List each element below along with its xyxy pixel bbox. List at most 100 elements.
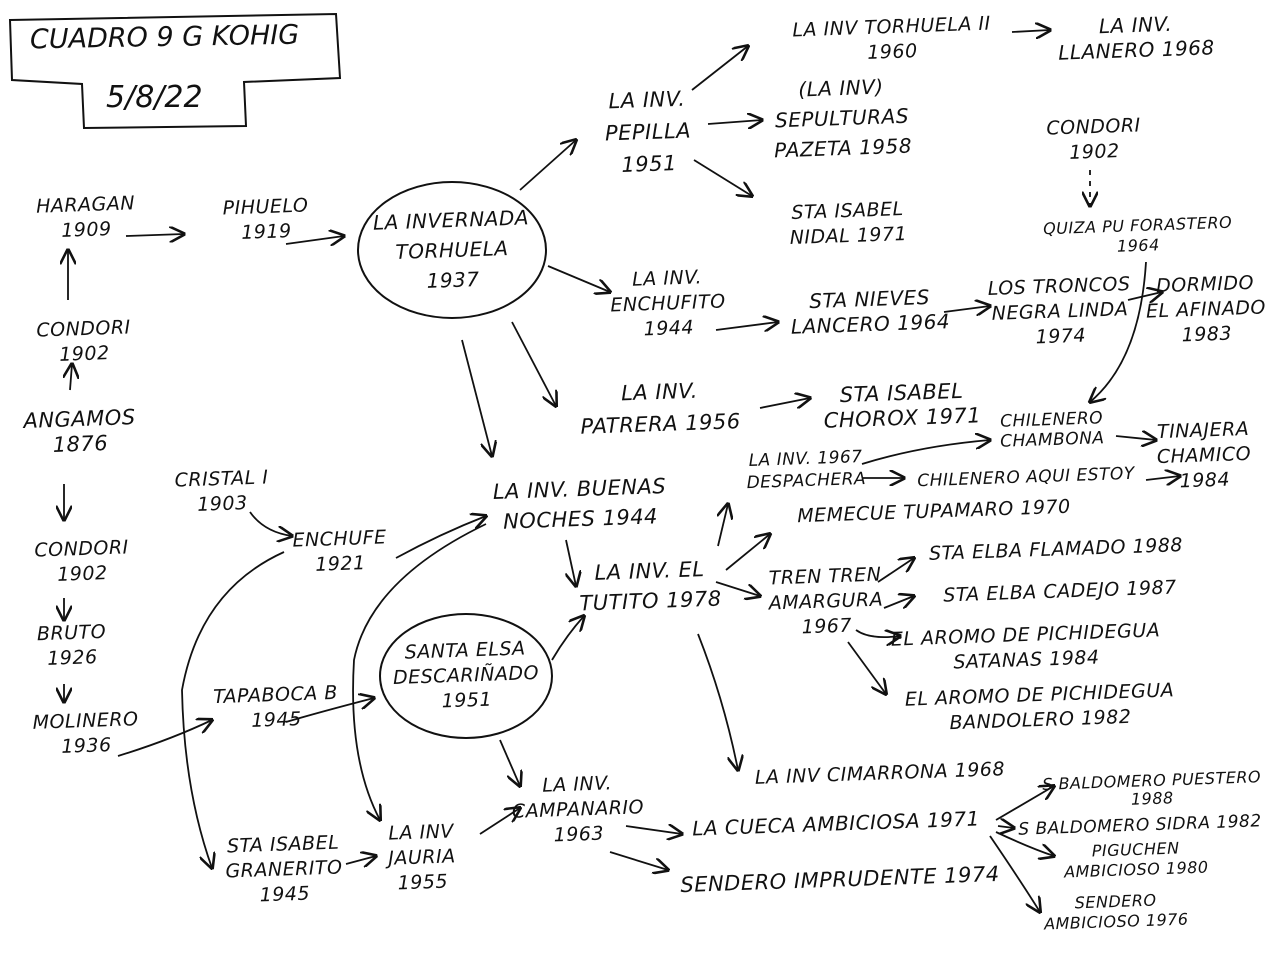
link-molinero-tapaboca	[117, 720, 212, 757]
link-torhuela-enchufito	[547, 265, 610, 292]
link-jauria-campanario	[479, 808, 520, 835]
node-label-line: CONDORI	[1046, 114, 1142, 140]
link-despachera-chambona	[861, 440, 990, 465]
node-label-line: 1951	[620, 151, 678, 177]
node-label-line: 1902	[58, 342, 110, 366]
node-label-line: JAURIA	[387, 845, 457, 870]
node-label-line: (LA INV)	[797, 74, 885, 102]
node-label-line: 1955	[397, 870, 449, 895]
link-buenasnoches-tutito	[566, 539, 576, 586]
node-label-line: 1974	[1035, 324, 1087, 349]
node-label-line: CRISTAL I	[174, 466, 269, 492]
node-label-line: 1945	[250, 708, 302, 732]
node-label-line: TINAJERA	[1156, 417, 1250, 444]
node-label-line: 1945	[259, 882, 311, 907]
node-label-line: 1984	[1179, 468, 1231, 493]
node-label-line: 1967	[801, 614, 853, 639]
node-label-line: NOCHES 1944	[502, 504, 659, 534]
node-label-line: MOLINERO	[32, 708, 139, 734]
link-torhuela-patrera	[511, 321, 556, 406]
link-ambiciosa-sendero	[989, 835, 1040, 912]
node-label-line: TUTITO 1978	[579, 586, 723, 616]
node-label-line: DESPACHERA	[746, 468, 867, 494]
node-label-line: SEPULTURAS	[774, 103, 910, 133]
node-patrera: LA INV.PATRERA 1956	[579, 373, 741, 443]
node-label-line: NEGRA LINDA	[991, 298, 1129, 325]
link-cristal-enchufe	[249, 511, 292, 536]
node-label-line: 1902	[56, 562, 108, 586]
link-ambiciosa-piguchen	[995, 831, 1054, 856]
node-label-line: CONDORI	[34, 536, 130, 562]
link-angamos-condori	[70, 364, 72, 391]
node-label-line: PATRERA 1956	[580, 409, 742, 439]
link-quiza-chambona	[1090, 261, 1147, 402]
link-aquiestoy-tinajera	[1145, 476, 1180, 480]
link-campanario-ambiciosa	[625, 826, 682, 834]
node-label-line: NIDAL 1971	[789, 222, 908, 250]
link-enchufe-granerito	[181, 551, 285, 868]
node-label-line: PEPILLA	[604, 118, 692, 146]
link-torhuela-buenasnoches	[461, 339, 492, 456]
node-label-line: 1937	[426, 267, 480, 293]
circle-torhuela	[357, 181, 547, 319]
node-label-line: CHAMBONA	[999, 428, 1105, 452]
node-label-line: 1909	[60, 218, 112, 242]
link-chambona-tinajera	[1115, 436, 1156, 440]
node-label-line: CAMPANARIO	[511, 796, 645, 823]
link-buenasnoches-jauria	[352, 523, 487, 820]
node-label-line: ANGAMOS	[23, 405, 137, 433]
node-label-line: LA INV	[388, 820, 455, 845]
link-ambiciosa-puestero	[995, 786, 1054, 821]
node-label-line: 1921	[314, 552, 366, 576]
node-label-line: LA INV.	[608, 86, 686, 114]
node-label-line: CONDORI	[36, 316, 132, 342]
node-label-line: 1944	[643, 316, 695, 341]
link-tutito-amargura	[715, 581, 760, 596]
link-negralinda-dormido	[1127, 292, 1162, 300]
link-tutito-despachera	[718, 504, 728, 547]
link-enchufe-buenasnoches	[395, 516, 486, 559]
node-label-line: 1983	[1181, 322, 1233, 347]
link-pepilla-sepulturas	[707, 120, 762, 124]
node-label-line: PIHUELO	[222, 194, 309, 220]
link-torhuela2-llanero	[1011, 30, 1050, 32]
node-label-line: CHAMICO	[1156, 442, 1252, 469]
link-pihuelo-torhuela	[285, 236, 344, 244]
header-title: CUADRO 9 G KOHIG	[29, 19, 300, 56]
node-label-line: 1926	[46, 646, 98, 670]
node-label-line: PAZETA 1958	[773, 133, 913, 163]
link-tapaboca-descarinado	[285, 698, 374, 723]
node-label-line: HARAGAN	[35, 192, 136, 218]
link-tutito-tupamaro	[725, 534, 770, 571]
node-label-line: 1903	[196, 492, 248, 516]
link-enchufito-lancero	[715, 322, 778, 330]
